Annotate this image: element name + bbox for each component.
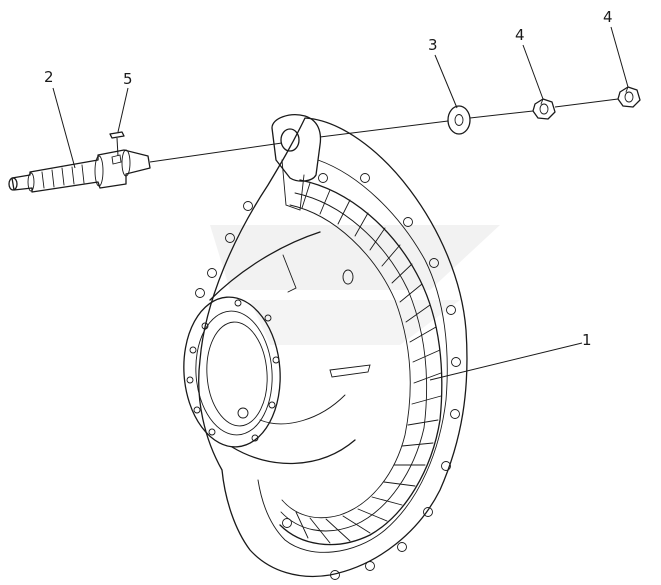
flange-bolt-holes xyxy=(195,173,461,580)
centre-lines xyxy=(116,98,619,163)
nut-part-4-b xyxy=(617,86,641,108)
callout-4-b: 4 xyxy=(603,8,613,26)
key-part-5 xyxy=(109,131,125,139)
leader-lines xyxy=(52,26,629,381)
callout-5: 5 xyxy=(123,70,133,88)
front-boss xyxy=(183,231,356,465)
shaft-part-2 xyxy=(8,149,151,193)
callout-labels: 1 2 3 4 4 5 xyxy=(44,8,613,349)
watermark-logo xyxy=(210,225,500,345)
housing-ribs xyxy=(280,182,442,544)
callout-3: 3 xyxy=(428,36,438,54)
callout-1: 1 xyxy=(582,331,592,349)
washer-part-3 xyxy=(447,105,471,135)
nut-part-4-a xyxy=(532,98,556,120)
lifting-ear xyxy=(271,114,322,211)
housing-part-1 xyxy=(183,114,468,580)
callout-2: 2 xyxy=(44,68,54,86)
callout-4-a: 4 xyxy=(515,26,525,44)
